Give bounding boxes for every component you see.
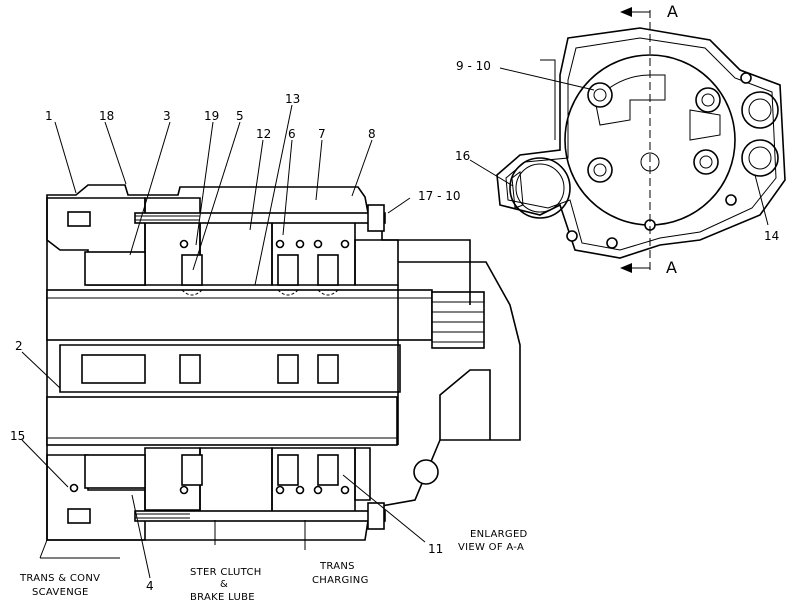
port-14-lower bbox=[741, 139, 779, 177]
section-mark-top: A bbox=[667, 2, 678, 21]
port-14-upper bbox=[741, 91, 779, 129]
callout-13: 13 bbox=[285, 92, 300, 106]
bolt-bottom bbox=[67, 502, 386, 530]
lower-shaft bbox=[46, 396, 398, 446]
callout-3: 3 bbox=[163, 109, 171, 123]
pump-cross-section bbox=[46, 184, 521, 541]
caption-enlarged: ENLARGED bbox=[470, 529, 528, 540]
caption-scavenge: SCAVENGE bbox=[32, 587, 89, 598]
caption-ster-clutch: STER CLUTCH bbox=[190, 567, 262, 578]
callout-17-10: 17 - 10 bbox=[418, 189, 461, 203]
port-16 bbox=[509, 157, 571, 219]
callout-14: 14 bbox=[764, 229, 779, 243]
caption-brake-lube: BRAKE LUBE bbox=[190, 592, 255, 603]
leader-lines bbox=[21, 67, 769, 579]
captions: ENLARGED VIEW OF A-A TRANS & CONV SCAVEN… bbox=[19, 529, 528, 603]
bolt-top bbox=[67, 204, 386, 232]
o-rings bbox=[69, 239, 350, 495]
callout-15: 15 bbox=[10, 429, 25, 443]
callout-6: 6 bbox=[288, 127, 296, 141]
section-mark-bottom: A bbox=[666, 258, 677, 277]
caption-charging: CHARGING bbox=[312, 575, 369, 586]
spline-coupling bbox=[431, 291, 485, 349]
caption-view-aa: VIEW OF A-A bbox=[458, 542, 524, 553]
enlarged-view-aa bbox=[496, 7, 786, 273]
callout-2: 2 bbox=[15, 339, 23, 353]
callout-1: 1 bbox=[45, 109, 53, 123]
callout-labels: 1 18 3 19 5 12 6 7 8 13 17 - 10 2 15 4 1… bbox=[10, 2, 779, 593]
callout-19: 19 bbox=[204, 109, 219, 123]
caption-trans-conv: TRANS & CONV bbox=[19, 573, 100, 584]
bolt-hole-9-10 bbox=[587, 82, 613, 108]
callout-7: 7 bbox=[318, 127, 326, 141]
callout-9-10: 9 - 10 bbox=[456, 59, 491, 73]
callout-4: 4 bbox=[146, 579, 154, 593]
callout-18: 18 bbox=[99, 109, 114, 123]
callout-12: 12 bbox=[256, 127, 271, 141]
caption-trans: TRANS bbox=[319, 561, 355, 572]
callout-16: 16 bbox=[455, 149, 470, 163]
callout-5: 5 bbox=[236, 109, 244, 123]
caption-ampersand: & bbox=[220, 579, 228, 590]
callout-8: 8 bbox=[368, 127, 376, 141]
callout-11: 11 bbox=[428, 542, 443, 556]
